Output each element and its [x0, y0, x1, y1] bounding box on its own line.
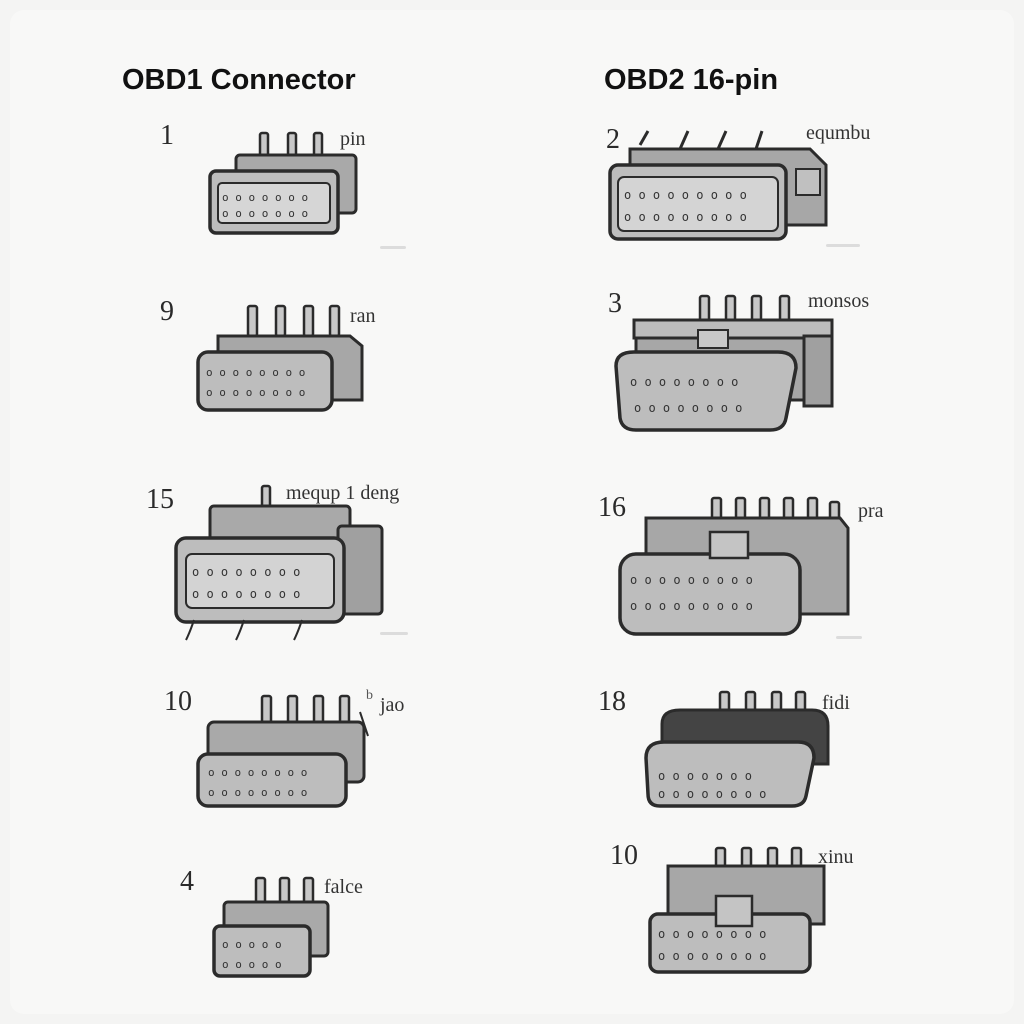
svg-text:o o o o o o o o: o o o o o o o o: [208, 786, 307, 799]
svg-text:o o o o o o o o: o o o o o o o o: [208, 766, 307, 779]
svg-text:o o o o o o o o: o o o o o o o o: [206, 366, 305, 379]
connector-drawing: o o o o o o o o o o o o o o o o o o: [618, 496, 850, 636]
svg-text:o o o o o: o o o o o: [222, 938, 282, 951]
svg-text:o o o o o o o o: o o o o o o o o: [658, 787, 766, 801]
connector-drawing: o o o o o o o o o o o o o o o o o o: [608, 130, 828, 241]
item-number: 1: [160, 120, 174, 151]
divider-mark: [380, 632, 408, 635]
connector-drawing: o o o o o o o o o o: [212, 876, 330, 978]
connector-drawing: o o o o o o o o o o o o o o o: [644, 690, 830, 808]
divider-mark: [836, 636, 862, 639]
svg-text:o o o o o o o o: o o o o o o o o: [630, 375, 738, 389]
svg-text:o o o o o o o o: o o o o o o o o: [206, 386, 305, 399]
divider-mark: [826, 244, 860, 247]
item-number: 16: [598, 492, 626, 523]
svg-text:o o o o o o o o o: o o o o o o o o o: [630, 599, 753, 613]
svg-text:o o o o o o o o o: o o o o o o o o o: [624, 188, 747, 202]
svg-text:o o o o o o o: o o o o o o o: [222, 207, 308, 220]
connector-drawing: o o o o o o o o o o o o o o o o: [614, 294, 834, 432]
item-number: 10: [610, 840, 638, 871]
svg-text:o o o o o o o o: o o o o o o o o: [192, 587, 300, 601]
connector-drawing: o o o o o o o o o o o o o o o o: [196, 694, 369, 808]
label-marker: b: [366, 688, 373, 703]
svg-text:o o o o o o o o: o o o o o o o o: [192, 565, 300, 579]
item-label: mequp 1 deng: [286, 482, 400, 504]
connector-drawing: o o o o o o o o o o o o o o o o: [196, 304, 364, 412]
item-number: 10: [164, 686, 192, 717]
diagram-sheet: [10, 10, 1014, 1014]
item-label: fidi: [822, 692, 850, 714]
right-column-title: OBD2 16-pin: [604, 64, 779, 96]
left-column-title: OBD1 Connector: [122, 64, 356, 96]
svg-text:o o o o o: o o o o o: [222, 958, 282, 971]
item-number: 15: [146, 484, 174, 515]
item-label: pin: [340, 128, 366, 150]
item-number: 2: [606, 124, 620, 155]
item-label: ran: [350, 305, 376, 327]
item-label: monsos: [808, 290, 870, 312]
svg-text:o o o o o o o o o: o o o o o o o o o: [624, 210, 747, 224]
connector-drawing: o o o o o o o o o o o o o o: [208, 131, 358, 235]
item-label: jao: [380, 694, 405, 716]
item-label: falce: [324, 876, 363, 898]
svg-text:o o o o o o o o: o o o o o o o o: [658, 949, 766, 963]
connector-drawing: o o o o o o o o o o o o o o o o: [648, 846, 826, 974]
item-label: xinu: [818, 846, 854, 868]
item-number: 4: [180, 866, 194, 897]
divider-mark: [380, 246, 406, 249]
item-number: 18: [598, 686, 626, 717]
item-number: 9: [160, 296, 174, 327]
svg-text:o o o o o o o o o: o o o o o o o o o: [630, 573, 753, 587]
connector-drawing: o o o o o o o o o o o o o o o o: [174, 484, 384, 641]
svg-text:o o o o o o o: o o o o o o o: [222, 191, 308, 204]
item-label: pra: [858, 500, 884, 522]
svg-text:o o o o o o o o: o o o o o o o o: [658, 927, 766, 941]
svg-text:o o o o o o o: o o o o o o o: [658, 769, 752, 783]
item-number: 3: [608, 288, 622, 319]
svg-text:o o o o o o o o: o o o o o o o o: [634, 401, 742, 415]
item-label: equmbu: [806, 122, 871, 144]
